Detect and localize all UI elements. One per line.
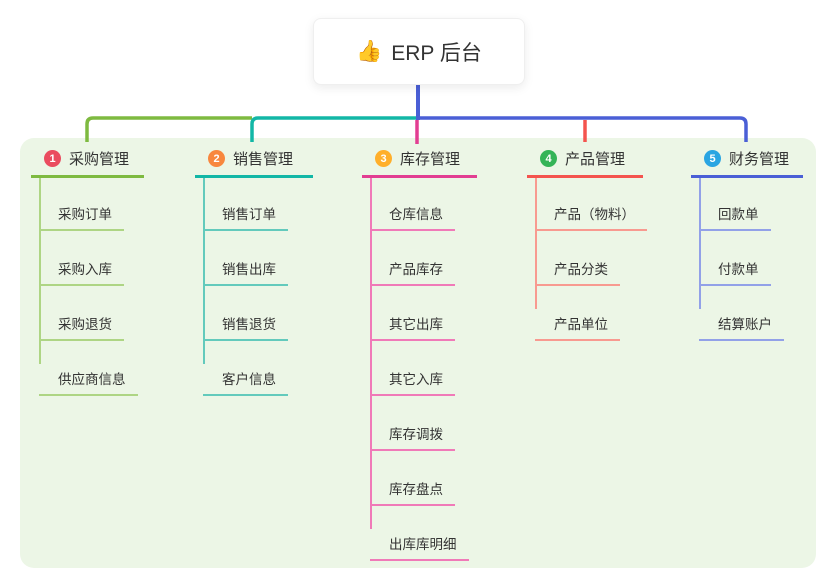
branch-product: 4 产品管理 产品（物料） 产品分类 产品单位 bbox=[527, 146, 647, 341]
node-item[interactable]: 产品单位 bbox=[535, 317, 620, 341]
node-item[interactable]: 产品（物料） bbox=[535, 207, 647, 231]
branch-spine bbox=[370, 178, 372, 529]
branch-spine bbox=[203, 178, 205, 364]
node-item[interactable]: 采购订单 bbox=[39, 207, 124, 231]
thumbs-up-icon: 👍 bbox=[356, 40, 383, 63]
branch-header[interactable]: 1 采购管理 bbox=[31, 146, 144, 178]
branch-header[interactable]: 2 销售管理 bbox=[195, 146, 313, 178]
node-item[interactable]: 产品库存 bbox=[370, 262, 455, 286]
branch-title: 销售管理 bbox=[233, 151, 294, 168]
node-item[interactable]: 销售订单 bbox=[203, 207, 288, 231]
node-item[interactable]: 库存盘点 bbox=[370, 482, 455, 506]
branch-spine bbox=[39, 178, 41, 364]
root-node[interactable]: 👍 ERP 后台 bbox=[313, 18, 525, 85]
branch-number-badge: 5 bbox=[704, 150, 721, 167]
node-item[interactable]: 仓库信息 bbox=[370, 207, 455, 231]
branch-title: 采购管理 bbox=[69, 151, 130, 168]
branch-sales: 2 销售管理 销售订单 销售出库 销售退货 客户信息 bbox=[195, 146, 313, 396]
node-item[interactable]: 其它出库 bbox=[370, 317, 455, 341]
branch-finance: 5 财务管理 回款单 付款单 结算账户 bbox=[691, 146, 803, 341]
node-item[interactable]: 采购退货 bbox=[39, 317, 124, 341]
node-item[interactable]: 销售出库 bbox=[203, 262, 288, 286]
branch-purchase: 1 采购管理 采购订单 采购入库 采购退货 供应商信息 bbox=[31, 146, 144, 396]
branch-spine bbox=[699, 178, 701, 309]
branches-panel bbox=[20, 138, 816, 568]
branch-title: 产品管理 bbox=[565, 151, 626, 168]
branch-number-badge: 4 bbox=[540, 150, 557, 167]
node-item[interactable]: 库存调拨 bbox=[370, 427, 455, 451]
node-item[interactable]: 客户信息 bbox=[203, 372, 288, 396]
branch-header[interactable]: 5 财务管理 bbox=[691, 146, 803, 178]
branch-header[interactable]: 3 库存管理 bbox=[362, 146, 477, 178]
node-item[interactable]: 结算账户 bbox=[699, 317, 784, 341]
node-item[interactable]: 采购入库 bbox=[39, 262, 124, 286]
node-item[interactable]: 出库库明细 bbox=[370, 537, 469, 561]
node-item[interactable]: 回款单 bbox=[699, 207, 771, 231]
branch-number-badge: 3 bbox=[375, 150, 392, 167]
node-item[interactable]: 付款单 bbox=[699, 262, 771, 286]
root-label: ERP 后台 bbox=[391, 41, 482, 65]
branch-number-badge: 1 bbox=[44, 150, 61, 167]
branch-inventory: 3 库存管理 仓库信息 产品库存 其它出库 其它入库 库存调拨 库存盘点 出库库… bbox=[362, 146, 477, 561]
node-item[interactable]: 供应商信息 bbox=[39, 372, 138, 396]
node-item[interactable]: 其它入库 bbox=[370, 372, 455, 396]
branch-title: 财务管理 bbox=[729, 151, 790, 168]
branch-header[interactable]: 4 产品管理 bbox=[527, 146, 643, 178]
node-item[interactable]: 销售退货 bbox=[203, 317, 288, 341]
node-item[interactable]: 产品分类 bbox=[535, 262, 620, 286]
branch-title: 库存管理 bbox=[400, 151, 461, 168]
branch-spine bbox=[535, 178, 537, 309]
branch-number-badge: 2 bbox=[208, 150, 225, 167]
